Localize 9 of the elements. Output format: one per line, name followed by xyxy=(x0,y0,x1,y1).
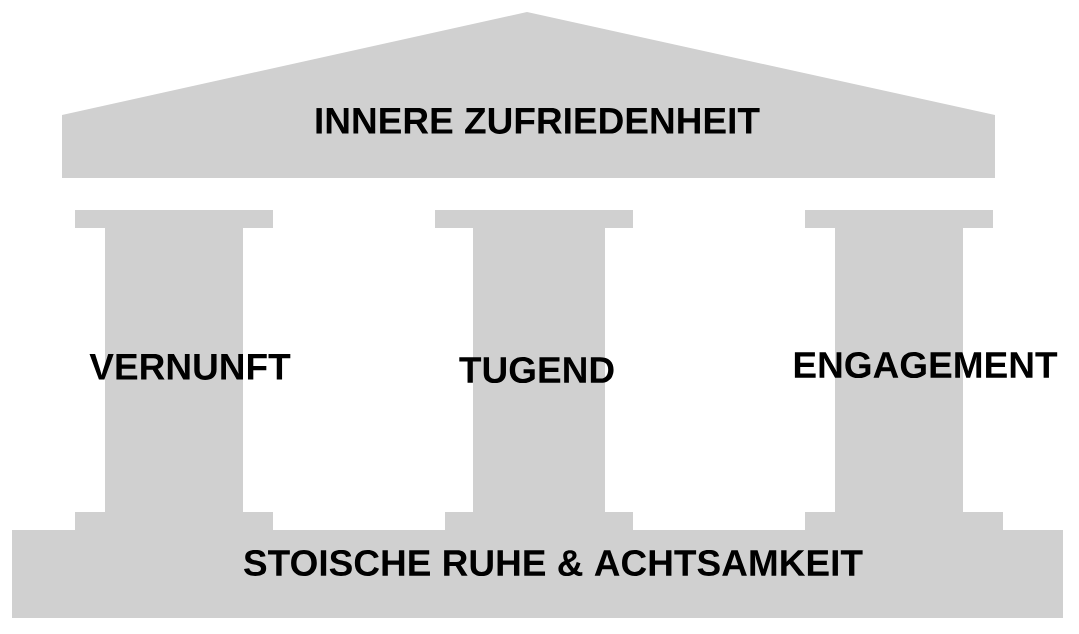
column: ENGAGEMENT xyxy=(794,210,1058,530)
node-label: STOISCHE RUHE & ACHTSAMKEIT xyxy=(244,549,863,577)
column: TUGEND xyxy=(435,210,633,530)
column: VERNUNFT xyxy=(75,210,291,530)
node-label: TUGEND xyxy=(459,356,614,384)
base-platform: STOISCHE RUHE & ACHTSAMKEIT xyxy=(12,530,1063,618)
node-label: VERNUNFT xyxy=(89,354,291,380)
roof: INNERE ZUFRIEDENHEIT xyxy=(62,12,995,178)
node-label: ENGAGEMENT xyxy=(794,351,1058,379)
